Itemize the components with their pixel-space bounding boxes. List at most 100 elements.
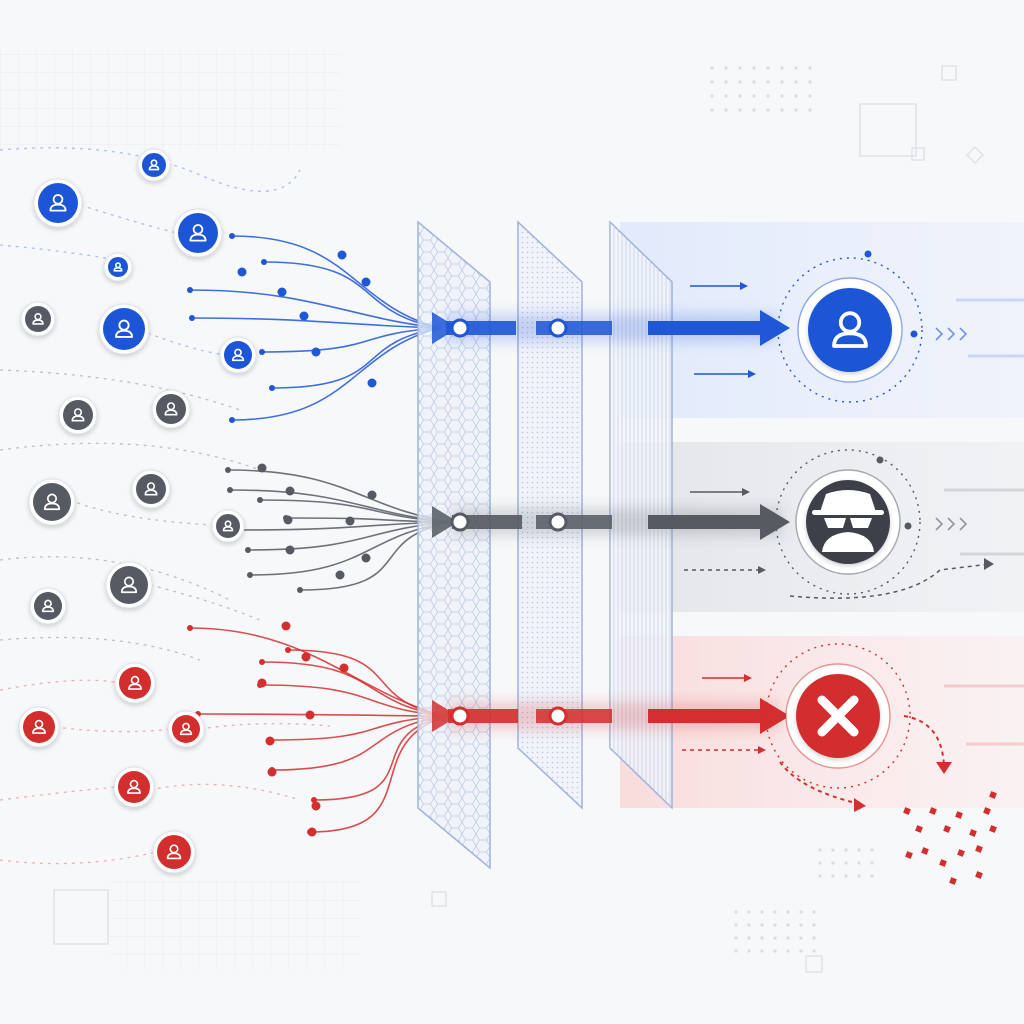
user-avatar: [211, 509, 245, 543]
dashed-path: [54, 726, 173, 733]
fiber-start: [229, 417, 235, 423]
user-icon: [41, 599, 55, 613]
user-avatar: [167, 710, 205, 748]
dashed-path: [139, 329, 227, 356]
deco-dot: [766, 80, 770, 84]
source-users: [18, 148, 257, 874]
deco-square: [911, 147, 925, 161]
fiber-node: [237, 267, 247, 277]
dashed-tail: [779, 761, 861, 805]
deco-dot: [808, 66, 812, 70]
outcome-decor: [682, 282, 1024, 885]
entry-arrow: [432, 506, 458, 538]
deco-dot-grid: [734, 910, 816, 953]
fiber-line: [189, 289, 441, 329]
deco-dot: [786, 910, 790, 914]
deco-dot: [766, 66, 770, 70]
deco-dot: [747, 936, 751, 940]
deco-dot: [780, 80, 784, 84]
user-icon-body: [164, 409, 178, 416]
user-icon-body: [166, 852, 182, 860]
fiber-node: [281, 621, 291, 631]
arrow-down-icon: [936, 762, 952, 774]
debris-square: [975, 871, 983, 879]
chevron-right-icon: [947, 327, 956, 341]
deco-dot: [870, 861, 874, 865]
debris-square: [943, 825, 951, 833]
beam-segment: [648, 709, 766, 723]
user-icon: [115, 319, 133, 338]
fiber-node: [257, 463, 267, 473]
deco-dot: [724, 94, 728, 98]
x-icon: [817, 695, 859, 737]
deco-dot: [857, 861, 861, 865]
deco-dot: [844, 861, 848, 865]
fiber-node: [367, 378, 377, 388]
dashed-path: [0, 442, 261, 471]
user-avatar: [20, 301, 56, 337]
dashed-path: [0, 636, 201, 661]
user-icon-body: [32, 319, 44, 325]
source-dashed-paths: [0, 147, 331, 865]
arrow-right-icon: [758, 566, 766, 574]
fiber-node: [337, 250, 347, 260]
deco-dot: [786, 936, 790, 940]
fiber-node: [311, 801, 321, 811]
user-icon: [43, 493, 61, 511]
fiber-node: [285, 545, 295, 555]
user-avatar: [152, 830, 196, 874]
deco-dot: [831, 848, 835, 852]
user-avatar: [137, 148, 171, 182]
debris-square: [915, 825, 923, 833]
fiber-node: [361, 277, 371, 287]
orbit-dot: [876, 456, 884, 464]
user-icon-body: [832, 331, 868, 348]
chevron-right-icon: [959, 327, 968, 341]
deco-dot: [738, 66, 742, 70]
spy-glasses: [824, 518, 872, 528]
beam-node: [450, 318, 470, 338]
deco-dot: [710, 66, 714, 70]
orbit-dot: [864, 250, 872, 258]
fiber-start: [311, 797, 317, 803]
debris-square: [939, 859, 947, 867]
user-icon: [148, 159, 160, 171]
user-icon-body: [43, 502, 61, 511]
user-avatar: [98, 303, 150, 355]
lane-beams: [432, 310, 790, 734]
user-avatar: [18, 706, 60, 748]
user-icon-body: [179, 729, 193, 736]
arrow-right-icon: [760, 698, 790, 734]
deco-dot: [752, 80, 756, 84]
deco-dot: [818, 848, 822, 852]
deco-dot: [724, 80, 728, 84]
debris-square: [989, 825, 997, 833]
fiber-start: [187, 287, 193, 293]
deco-dot: [831, 861, 835, 865]
deco-dot: [724, 66, 728, 70]
deco-dot: [812, 949, 816, 953]
background-decor: [0, 50, 985, 973]
fiber-line: [259, 684, 447, 717]
lane-beam: [432, 310, 790, 346]
arrow-right-icon: [748, 370, 756, 378]
arrow-right-icon: [744, 674, 752, 682]
deco-dot: [773, 949, 777, 953]
deco-dot: [752, 66, 756, 70]
fiber-start: [307, 829, 313, 835]
deco-square: [941, 65, 957, 81]
deco-dot: [710, 108, 714, 112]
user-icon-body: [120, 585, 138, 594]
deco-square: [431, 891, 447, 907]
user-avatar: [28, 478, 76, 526]
deco-dot: [857, 848, 861, 852]
user-icon: [166, 844, 182, 860]
debris-square: [957, 849, 965, 857]
user-avatar: [131, 469, 171, 509]
debris-square: [921, 847, 929, 855]
spy-icon: [812, 490, 884, 552]
chevron-right-icon: [935, 517, 944, 531]
entry-arrow: [432, 700, 458, 732]
